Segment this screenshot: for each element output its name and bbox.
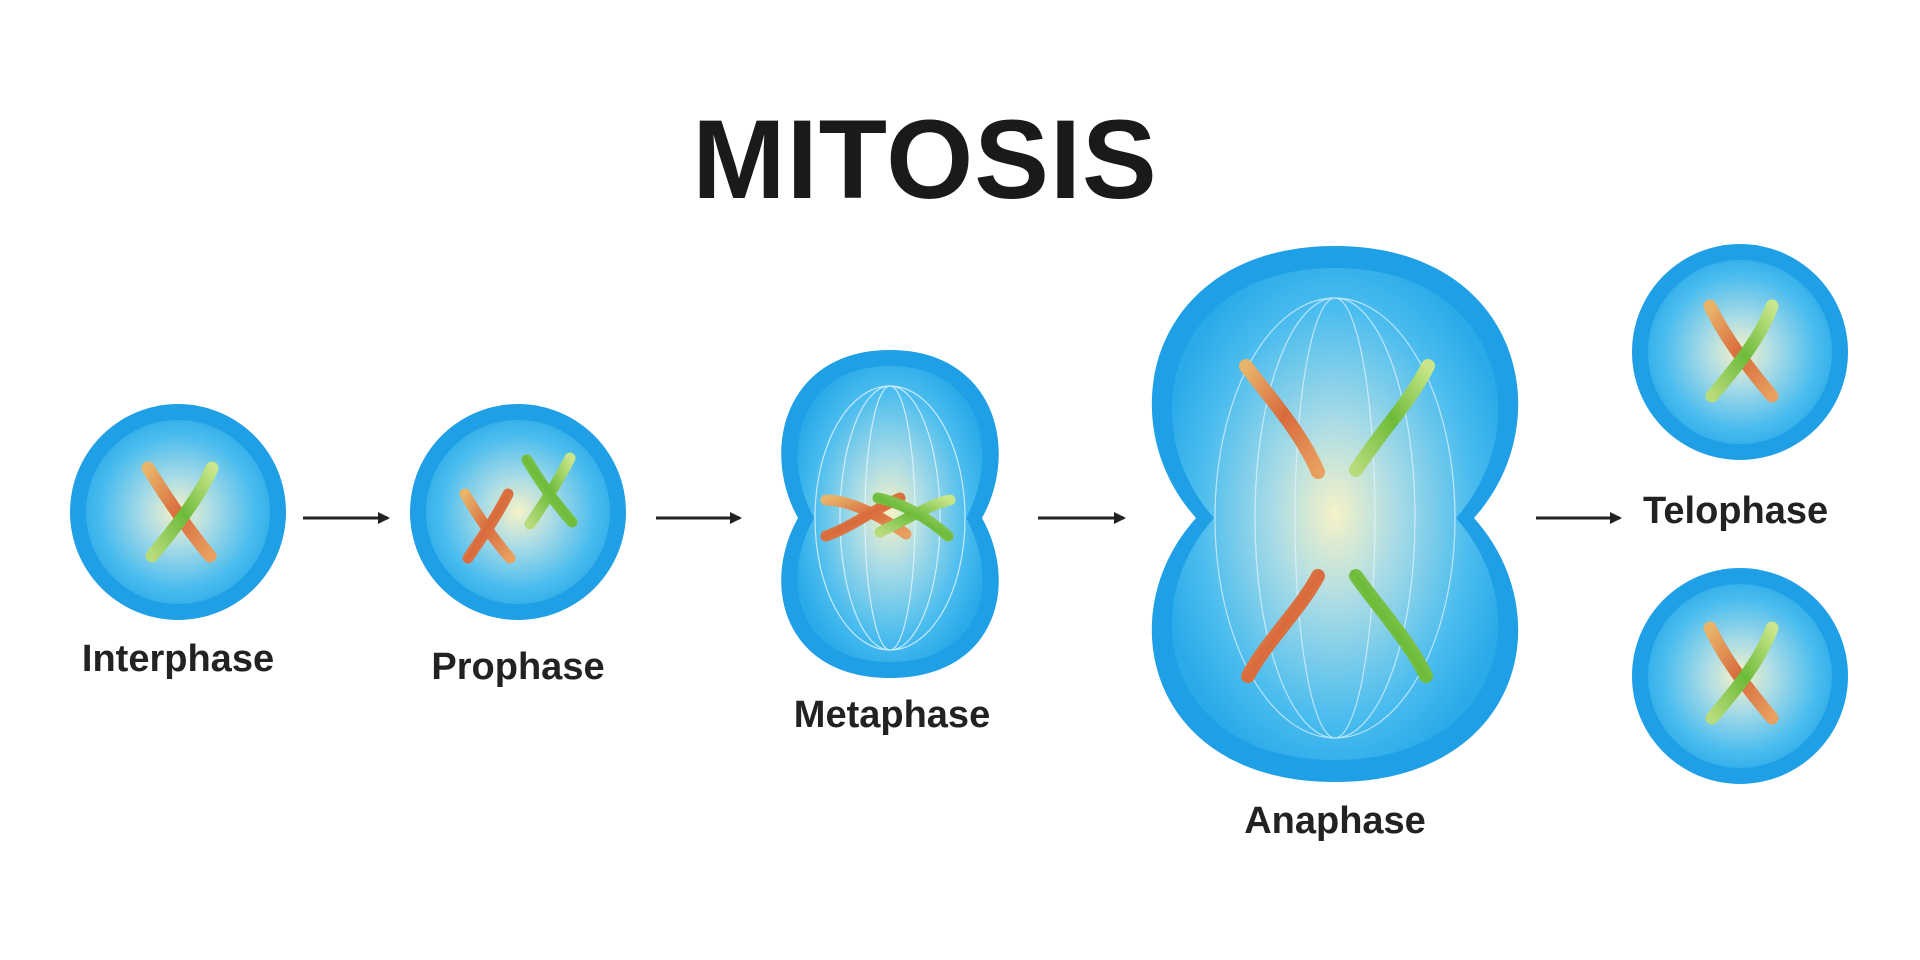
spindle-fibers	[1214, 297, 1456, 739]
label-anaphase: Anaphase	[1244, 800, 1426, 842]
anaphase-cell	[1151, 246, 1519, 782]
chromosome	[1239, 359, 1435, 683]
chromosome	[459, 488, 516, 564]
telophase-cell-top	[1632, 244, 1848, 460]
metaphase-cell	[781, 350, 999, 678]
prophase-cell	[410, 404, 626, 620]
chromosome	[820, 492, 956, 542]
chromosome	[141, 461, 219, 563]
chromosome	[1703, 621, 1779, 725]
diagram-title: MITOSIS	[692, 97, 1158, 222]
label-metaphase: Metaphase	[793, 694, 991, 736]
telophase-cell-bottom	[1632, 568, 1848, 784]
interphase-cell	[70, 404, 286, 620]
label-telophase: Telophase	[1643, 490, 1829, 532]
label-prophase: Prophase	[431, 646, 605, 688]
label-interphase: Interphase	[81, 638, 275, 680]
chromosome	[1703, 299, 1779, 403]
chromosome	[521, 452, 578, 530]
